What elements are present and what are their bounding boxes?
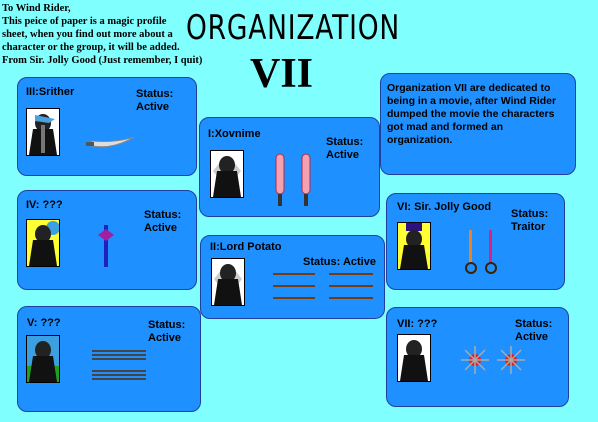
member-status: Status: Active xyxy=(136,88,173,114)
member-portrait xyxy=(26,108,60,156)
note-line: To Wind Rider, xyxy=(2,3,71,14)
note-line: sheet, when you find out more about a xyxy=(2,29,173,40)
keyblades-icon xyxy=(465,230,497,274)
member-portrait xyxy=(210,150,244,198)
spears-icon xyxy=(273,273,373,299)
note-line: From Sir. Jolly Good (Just remember, I q… xyxy=(2,55,203,66)
hooded-figure-icon xyxy=(29,114,57,155)
hooded-figure-icon xyxy=(213,156,241,197)
hooded-figure-icon xyxy=(29,221,60,266)
description-text: Organization VII are dedicated to being … xyxy=(387,82,557,146)
status-value: Active xyxy=(342,256,376,268)
member-status: Status: Traitor xyxy=(511,208,548,234)
note-line: character or the group, it will be added… xyxy=(2,42,180,53)
status-value: Active xyxy=(148,332,182,344)
hooded-figure-icon xyxy=(27,336,59,382)
member-status: Status: Active xyxy=(148,319,185,345)
status-value: Active xyxy=(144,222,178,234)
spiked-orbs-icon xyxy=(461,346,525,374)
hooded-figure-icon xyxy=(214,264,242,305)
member-name: I:Xovnime xyxy=(208,128,261,140)
member-name: IV: ??? xyxy=(26,199,63,211)
status-label: Status: xyxy=(303,256,341,268)
status-label: Status: xyxy=(326,136,364,148)
member-portrait xyxy=(26,219,60,267)
note-line: This peice of paper is a magic profile xyxy=(2,16,167,27)
member-name: II:Lord Potato xyxy=(210,241,282,253)
member-portrait xyxy=(211,258,245,306)
axe-icon xyxy=(98,225,114,267)
member-status: Status: Active xyxy=(515,318,552,344)
hooded-figure-icon xyxy=(400,340,428,381)
member-status: Status: Active xyxy=(326,136,363,162)
status-label: Status: xyxy=(136,88,174,100)
member-card-iii: III:Srither Status: Active xyxy=(17,77,197,176)
status-value: Active xyxy=(326,149,360,161)
title-organization: ORGANIZATION xyxy=(186,8,401,48)
hooded-figure-icon xyxy=(400,223,428,269)
status-label: Status: xyxy=(511,208,549,220)
member-portrait xyxy=(26,335,60,383)
status-label: Status: xyxy=(148,319,186,331)
title-number: VII xyxy=(250,51,314,97)
member-card-v: V: ??? Status: Active xyxy=(17,306,201,412)
member-name: VI: Sir. Jolly Good xyxy=(397,201,492,213)
status-value: Active xyxy=(136,101,170,113)
status-label: Status: xyxy=(144,209,182,221)
member-name: III:Srither xyxy=(26,86,75,98)
status-value: Traitor xyxy=(511,221,546,233)
member-card-vi: VI: Sir. Jolly Good Status: Traitor xyxy=(386,193,565,290)
member-name: V: ??? xyxy=(27,317,61,329)
claws-icon xyxy=(92,350,146,380)
status-label: Status: xyxy=(515,318,553,330)
member-portrait xyxy=(397,222,431,270)
status-value: Active xyxy=(515,331,549,343)
member-portrait xyxy=(397,334,431,382)
member-card-i: I:Xovnime Status: Active xyxy=(199,117,380,217)
member-name: VII: ??? xyxy=(397,318,438,330)
twin-sabers-icon xyxy=(275,153,311,206)
member-status: Status: Active xyxy=(144,209,181,235)
description-box: Organization VII are dedicated to being … xyxy=(380,73,576,175)
member-card-ii: II:Lord Potato Status: Active xyxy=(200,235,385,319)
member-card-vii: VII: ??? Status: Active xyxy=(386,307,569,407)
profile-note: To Wind Rider, This peice of paper is a … xyxy=(2,2,267,67)
member-status: Status: Active xyxy=(303,256,376,269)
scimitar-icon xyxy=(86,136,135,148)
member-card-iv: IV: ??? Status: Active xyxy=(17,190,197,290)
